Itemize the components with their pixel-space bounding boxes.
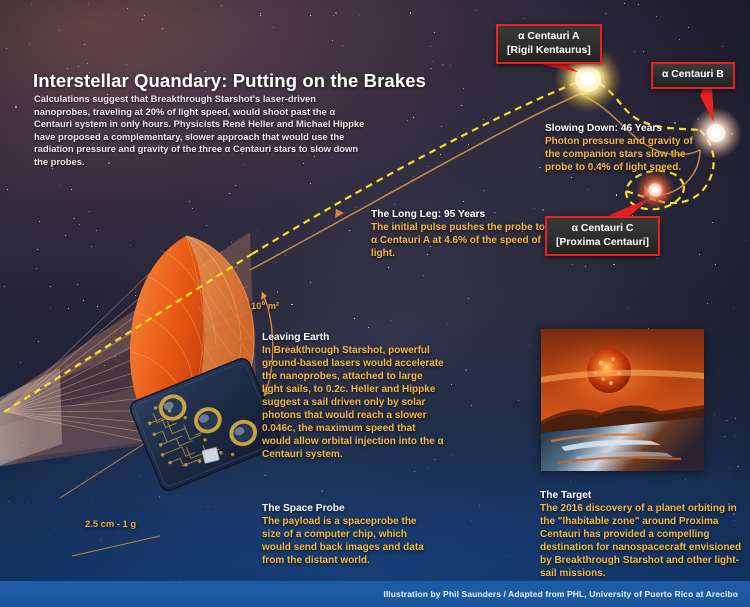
sail-area-unit: m²: [265, 300, 280, 312]
callout-block-space-probe: The Space Probe The payload is a spacepr…: [262, 502, 427, 567]
credit-text: Illustration by Phil Saunders / Adapted …: [383, 589, 738, 599]
callout-centauri-a-line1: α Centauri A: [518, 31, 580, 42]
callout-centauri-a-line2: [Rigil Kentaurus]: [507, 44, 591, 56]
proxima-planet-artwork: [541, 329, 704, 471]
callout-centauri-c: α Centauri C [Proxima Centauri]: [545, 216, 660, 256]
callout-centauri-a-box: α Centauri A [Rigil Kentaurus]: [496, 24, 602, 64]
chip-size-label: 2.5 cm - 1 g: [85, 518, 137, 529]
chip-circuitry: [148, 403, 220, 467]
slowing-down-body: Photon pressure and gravity of the compa…: [545, 136, 693, 173]
callout-centauri-b-box: α Centauri B: [651, 62, 735, 89]
sail-dimension-arc: [261, 291, 274, 397]
chip-solder-pads: [148, 406, 235, 467]
star-alpha-centauri-c: [635, 170, 675, 210]
callout-centauri-a: α Centauri A [Rigil Kentaurus]: [496, 24, 602, 64]
callout-block-slowing-down: Slowing Down: 46 Years Photon pressure a…: [545, 122, 705, 174]
star-alpha-centauri-b: [690, 107, 742, 159]
long-leg-body: The initial pulse pushes the probe to α …: [371, 222, 545, 259]
long-leg-heading: The Long Leg: 95 Years: [371, 209, 486, 220]
callout-centauri-c-box: α Centauri C [Proxima Centauri]: [545, 216, 660, 256]
callout-block-leaving-earth: Leaving Earth In Breakthrough Starshot, …: [262, 331, 444, 461]
sail-area-exponent: 6: [261, 300, 266, 307]
sail-area-label: 106 m²: [251, 300, 279, 311]
callout-centauri-b-line1: α Centauri B: [662, 69, 724, 80]
space-probe-chip: [130, 358, 281, 491]
callout-block-long-leg: The Long Leg: 95 Years The initial pulse…: [371, 208, 546, 260]
leaving-earth-body: In Breakthrough Starshot, powerful groun…: [262, 345, 444, 460]
target-body: The 2016 discovery of a planet orbiting …: [540, 503, 742, 579]
credit-bar: [0, 581, 750, 607]
gravity-assist-arrow-start: [335, 209, 344, 218]
space-probe-body: The payload is a spaceprobe the size of …: [262, 516, 424, 566]
callout-block-target: The Target The 2016 discovery of a plane…: [540, 489, 745, 580]
callout-centauri-c-line2: [Proxima Centauri]: [556, 236, 649, 248]
callout-pointer-b: [700, 86, 714, 122]
leaving-earth-heading: Leaving Earth: [262, 332, 330, 343]
target-heading: The Target: [540, 490, 592, 501]
page-title: Interstellar Quandary: Putting on the Br…: [33, 70, 426, 91]
callout-centauri-b: α Centauri B: [651, 62, 735, 89]
chip-lenses: [158, 394, 258, 447]
space-probe-heading: The Space Probe: [262, 503, 345, 514]
intro-paragraph: Calculations suggest that Breakthrough S…: [34, 93, 365, 167]
sail-area-base: 10: [251, 300, 262, 312]
chip-dimension-lines: [59, 439, 161, 557]
slowing-down-heading: Slowing Down: 46 Years: [545, 123, 663, 134]
callout-centauri-c-line1: α Centauri C: [571, 223, 634, 234]
